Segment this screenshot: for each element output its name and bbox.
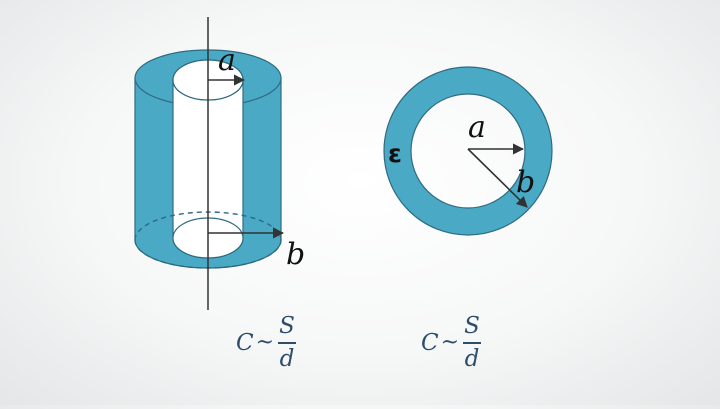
- section-outer-radius-label: b: [516, 165, 535, 200]
- capacitance-formula-right: C ~ S d: [421, 313, 482, 373]
- formula-denominator: d: [464, 345, 480, 372]
- fraction-bar: [278, 342, 297, 344]
- formula-numerator: S: [279, 313, 295, 339]
- capacitance-formula-left: C ~ S d: [236, 313, 297, 373]
- dielectric-ring: [383, 66, 553, 236]
- formula-lhs: C: [236, 329, 254, 356]
- permittivity-label: ε: [388, 139, 402, 168]
- outer-radius-arrow-section: [467, 148, 528, 208]
- cylinder-outer-radius-label: b: [286, 237, 305, 272]
- formula-denominator: d: [279, 345, 295, 372]
- formula-relation: ~: [440, 330, 460, 356]
- formula-fraction: S d: [278, 313, 297, 373]
- formula-lhs: C: [421, 329, 439, 356]
- section-inner-radius-label: a: [468, 110, 486, 145]
- formula-fraction: S d: [463, 313, 482, 373]
- formula-numerator: S: [464, 313, 480, 339]
- formula-relation: ~: [255, 330, 275, 356]
- cross-section: ε a b: [383, 66, 553, 236]
- cylinder-inner-radius-label: a: [218, 43, 236, 78]
- fraction-bar: [463, 342, 482, 344]
- cylindrical-capacitor: a b: [134, 17, 305, 310]
